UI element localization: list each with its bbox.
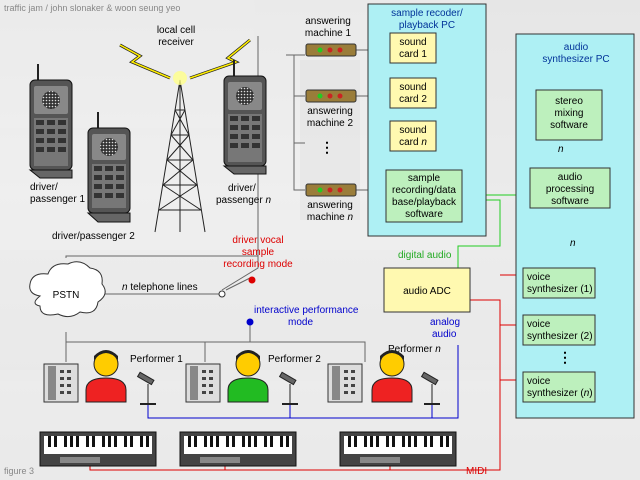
midi-label: MIDI	[466, 466, 487, 477]
answering-machine-n: answering machine n	[305, 183, 357, 223]
desk-phone-n-icon	[327, 363, 363, 403]
synth-n-label-1: n	[558, 144, 564, 155]
sample-db-label-3: base/playback	[392, 197, 457, 208]
voice-synth-1-label-2: synthesizer (1)	[527, 284, 593, 295]
pstn-label: PSTN	[53, 290, 80, 301]
sample-pc-panel: sample recoder/ playback PC sound card 1…	[367, 3, 487, 237]
cell-phone-2-icon	[86, 112, 131, 223]
voice-synth-2-box	[522, 314, 596, 346]
synth-n-label-2: n	[570, 238, 576, 249]
desk-phone-2-icon	[185, 363, 221, 403]
sample-db-label-4: software	[405, 209, 443, 220]
voice-synth-n-label-2: synthesizer (n)	[527, 388, 593, 399]
sound-card-n-label-2: card n	[399, 137, 427, 148]
telephone-lines-label: n telephone lines	[122, 282, 198, 293]
performer-2-icon	[227, 350, 269, 403]
cell-receiver-label-1: local cell	[157, 25, 195, 36]
voice-synth-n-label-1: voice	[527, 376, 551, 387]
radio-waves-icon	[119, 38, 251, 85]
stereo-mixing-label-1: stereo	[555, 96, 583, 107]
audio-adc-box: audio ADC	[383, 267, 471, 313]
driver-vocal-label-1: driver vocal	[232, 235, 283, 246]
performer-2-label: Performer 2	[268, 354, 321, 365]
sound-card-n-label-1: sound	[399, 125, 426, 136]
stereo-mixing-box	[535, 89, 603, 141]
sound-card-1-label-2: card 1	[399, 49, 427, 60]
header-title: traffic jam / john slonaker & woon seung…	[4, 3, 180, 13]
cell-phone-1-icon	[28, 64, 73, 179]
performer-1-label: Performer 1	[130, 354, 183, 365]
sound-card-2-label-2: card 2	[399, 94, 427, 105]
performer-n-icon	[371, 350, 413, 403]
audio-processing-label-1: audio	[558, 172, 583, 183]
audio-processing-label-3: software	[551, 196, 589, 207]
figure-label: figure 3	[4, 466, 34, 476]
answering-machine-2-label-1: answering	[307, 106, 353, 117]
stereo-mixing-label-2: mixing	[555, 108, 584, 119]
keyboard-2-icon	[179, 431, 297, 467]
sound-card-1-label-1: sound	[399, 37, 426, 48]
synth-pc-panel: audio synthesizer PC stereo mixing softw…	[515, 33, 635, 419]
answering-machine-n-label-1: answering	[307, 200, 353, 211]
driver-vocal-label-2: sample	[242, 247, 275, 258]
phone-n-label-2: passenger n	[216, 195, 271, 206]
synth-pc-title-1: audio	[564, 42, 589, 53]
driver-vocal-label-3: recording mode	[223, 259, 293, 270]
pstn-cloud-icon: PSTN	[29, 261, 106, 318]
sound-card-2-box	[389, 77, 437, 109]
stereo-mixing-label-3: software	[550, 120, 588, 131]
interactive-switch	[246, 318, 254, 326]
desk-phone-1-icon	[43, 363, 79, 403]
phone-1-label-1: driver/	[30, 182, 58, 193]
microphone-n-icon	[420, 371, 440, 405]
digital-audio-label: digital audio	[398, 250, 452, 261]
cell-receiver-label-2: receiver	[158, 37, 194, 48]
voice-synth-1-label-1: voice	[527, 272, 551, 283]
analog-audio-label-2: audio	[432, 329, 457, 340]
voice-synth-2-label-2: synthesizer (2)	[527, 331, 593, 342]
cell-phone-n-icon	[222, 60, 267, 175]
answering-machine-2: answering machine 2	[305, 89, 357, 129]
keyboard-n-icon	[339, 431, 457, 467]
answering-machine-1-label-1: answering	[305, 16, 351, 27]
answering-machine-n-label-2: machine n	[307, 212, 354, 223]
sample-pc-title-2: playback PC	[399, 20, 455, 31]
sample-db-label-2: recording/data	[392, 185, 456, 196]
answering-machine-1-label-2: machine 1	[305, 28, 352, 39]
driver-vocal-switch	[248, 276, 256, 284]
audio-adc-label: audio ADC	[403, 286, 451, 297]
cell-tower-icon	[154, 79, 206, 233]
synth-pc-title-2: synthesizer PC	[542, 54, 609, 65]
keyboard-1-icon	[39, 431, 157, 467]
voice-synth-2-label-1: voice	[527, 319, 551, 330]
phone-1-label-2: passenger 1	[30, 194, 85, 205]
microphone-2-icon	[278, 371, 298, 405]
line-switch-node	[218, 290, 226, 298]
phone-n-label-1: driver/	[228, 183, 256, 194]
sound-card-2-label-1: sound	[399, 82, 426, 93]
performer-n-label: Performer n	[388, 344, 441, 355]
sound-card-n-box	[389, 120, 437, 152]
voice-synth-n-box	[522, 371, 596, 403]
performer-1-icon	[85, 350, 127, 403]
answering-machine-2-label-2: machine 2	[307, 118, 354, 129]
interactive-label-2: mode	[288, 317, 313, 328]
answering-dots: ⋮	[320, 139, 334, 155]
voice-synth-1-box	[522, 267, 596, 299]
analog-audio-label-1: analog	[430, 317, 460, 328]
sample-pc-title-1: sample recoder/	[391, 8, 463, 19]
audio-processing-box	[529, 167, 611, 209]
sample-db-label-1: sample	[408, 173, 441, 184]
interactive-label-1: interactive performance	[254, 305, 359, 316]
sample-db-box	[385, 169, 463, 223]
audio-processing-label-2: processing	[546, 184, 594, 195]
microphone-1-icon	[136, 371, 156, 405]
phone-2-label: driver/passenger 2	[52, 231, 135, 242]
voice-synth-dots: ⋮	[558, 349, 572, 365]
sound-card-1-box	[389, 32, 437, 64]
answering-machine-1: answering machine 1	[305, 16, 357, 57]
